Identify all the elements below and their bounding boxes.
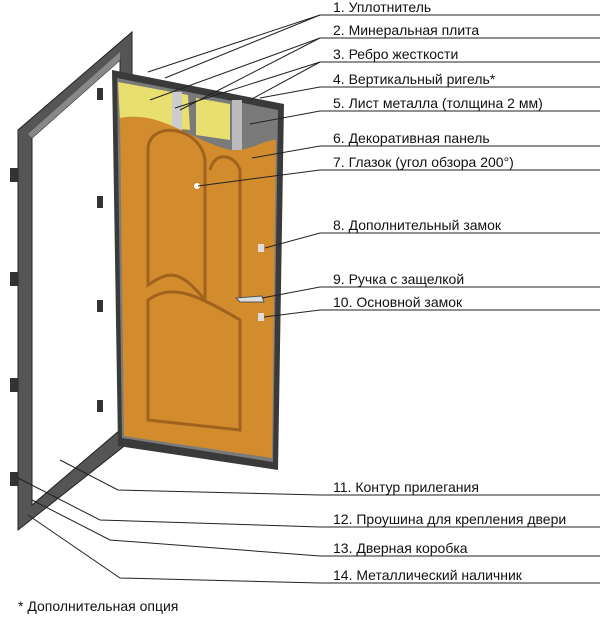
door-leaf (112, 70, 284, 470)
label-seal: 1. Уплотнитель (333, 0, 432, 15)
label-mounting-eye: 12. Проушина для крепления двери (333, 511, 567, 527)
decorative-panel (120, 116, 276, 458)
label-metal-trim: 14. Металлический наличник (333, 567, 522, 583)
label-door-frame: 13. Дверная коробка (333, 540, 468, 556)
handle (234, 295, 265, 303)
label-peephole: 7. Глазок (угол обзора 200°) (333, 154, 514, 170)
leader-lines (17, 14, 600, 584)
label-vertical-bolt: 4. Вертикальный ригель* (333, 71, 496, 87)
label-mineral-plate: 2. Минеральная плита (333, 22, 480, 38)
label-contact-contour: 11. Контур прилегания (333, 479, 479, 495)
extra-lock (258, 244, 264, 252)
label-extra-lock: 8. Дополнительный замок (333, 217, 502, 233)
footnote: * Дополнительная опция (18, 598, 179, 614)
door-frame (10, 30, 133, 532)
stiffener-rib (172, 92, 182, 132)
label-decorative-panel: 6. Декоративная панель (333, 130, 490, 146)
label-main-lock: 10. Основной замок (333, 294, 463, 310)
label-handle: 9. Ручка с защелкой (333, 271, 465, 287)
main-lock (258, 313, 264, 321)
label-stiffener: 3. Ребро жесткости (333, 46, 459, 62)
peephole (194, 183, 200, 189)
label-metal-sheet: 5. Лист металла (толщина 2 мм) (333, 95, 543, 111)
